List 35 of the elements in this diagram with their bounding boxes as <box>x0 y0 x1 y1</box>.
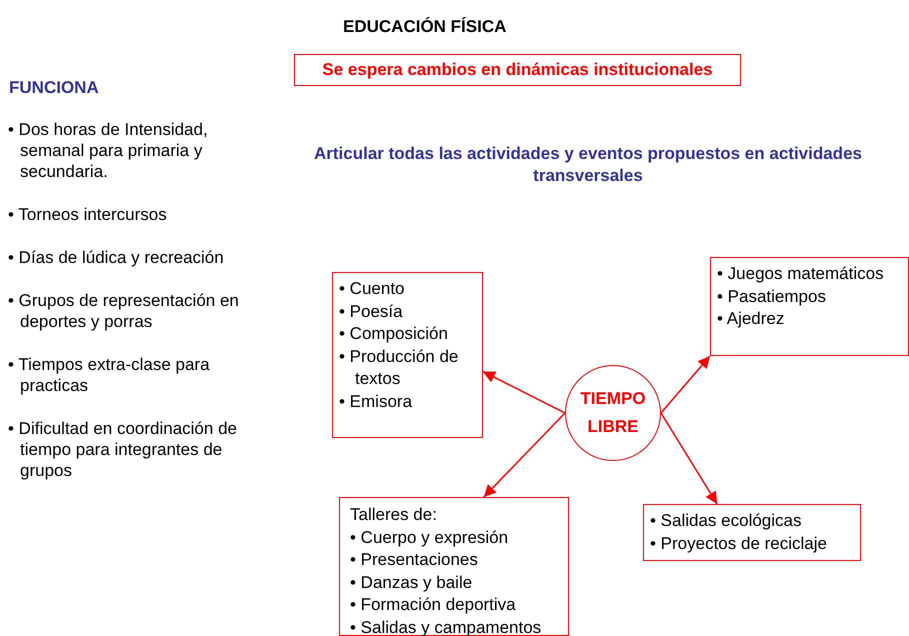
subheading: Articular todas las actividades y eventos propuestos en actividades transversales <box>313 143 863 187</box>
list-item: • Emisora <box>339 392 412 410</box>
list-item: • Tiempos extra-clase para practicas <box>8 355 210 395</box>
list-item: • Poesía <box>339 302 403 320</box>
list-item: • Dos horas de Intensidad, semanal para primaria y secundaria. <box>8 120 208 181</box>
list-item: • Ajedrez <box>717 309 784 328</box>
list-item: • Salidas y campamentos <box>350 618 542 636</box>
arrow <box>482 370 566 414</box>
list-item: • Grupos de representación en deportes y porras <box>8 291 239 331</box>
page-title: EDUCACIÓN FÍSICA <box>343 16 506 38</box>
list-item: • Salidas ecológicas <box>650 511 802 530</box>
list-item: • Cuerpo y expresión <box>350 528 508 546</box>
statement-box: Se espera cambios en dinámicas institucionales <box>294 54 741 86</box>
list-item: • Presentaciones <box>350 550 478 569</box>
list-item: • Formación deportiva <box>350 595 516 614</box>
list-item: • Días de lúdica y recreación <box>8 248 224 267</box>
section-heading: FUNCIONA <box>9 77 99 99</box>
activity-box <box>643 504 861 561</box>
list-item: • Juegos matemáticos <box>717 264 884 283</box>
activity-box <box>710 257 909 356</box>
circle-label: TIEMPO LIBRE <box>579 388 647 438</box>
activity-box <box>339 497 569 636</box>
list-item: • Danzas y baile <box>350 572 472 592</box>
activity-box <box>332 272 483 438</box>
list-item: • Dificultad en coordinación de tiempo para integrantes de grupos <box>8 419 237 480</box>
list-item: • Composición <box>339 324 448 343</box>
arrow <box>660 412 718 504</box>
list-item: • Proyectos de reciclaje <box>650 534 827 552</box>
list-item: • Producción de textos <box>339 346 458 388</box>
list-item: Talleres de: <box>350 505 437 524</box>
list-item: • Torneos intercursos <box>8 205 167 224</box>
arrow <box>660 356 711 414</box>
list-item: • Pasatiempos <box>717 286 826 306</box>
list-item: • Cuento <box>339 279 404 298</box>
arrow <box>483 412 566 498</box>
